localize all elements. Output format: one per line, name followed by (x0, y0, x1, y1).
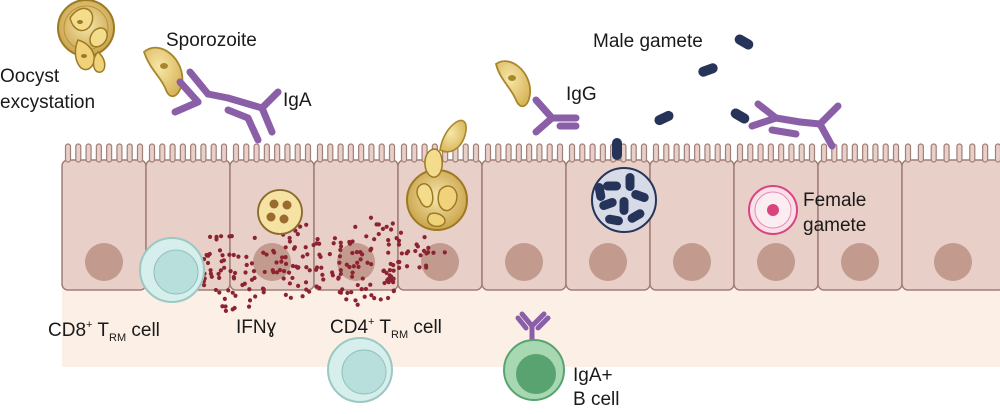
cd4-trm-cell-icon (328, 338, 392, 402)
cell-nucleus (589, 243, 627, 281)
oocyst-excystation-icon (58, 0, 114, 72)
igg-sporozoite-icon (496, 61, 530, 106)
cell-nucleus (505, 243, 543, 281)
excystation-label: excystation (0, 92, 95, 113)
female-gamete-icon (749, 186, 797, 234)
iga-antibody-icon (175, 72, 278, 140)
igg-antibody-right-icon (752, 104, 838, 146)
cd4-label: CD4+ TRM cell (330, 316, 442, 341)
b-cell-label: B cell (573, 389, 619, 409)
ifn-gamma-label: IFNɣ (236, 317, 277, 338)
female-label: Female (803, 190, 866, 211)
oocyst-label: Oocyst (0, 66, 60, 87)
b-cell-iga-label: IgA+ (573, 365, 613, 386)
cell-nucleus (673, 243, 711, 281)
sporozoite-icon (144, 48, 182, 97)
cd8-trm-cell-icon (140, 238, 204, 302)
cell-nucleus (85, 243, 123, 281)
male-gamete-label: Male gamete (593, 31, 703, 52)
iga-label: IgA (283, 90, 312, 111)
igg-label: IgG (566, 84, 597, 105)
sporozoite-label: Sporozoite (166, 30, 257, 51)
cd8-label: CD8+ TRM cell (48, 319, 160, 344)
cell-nucleus (934, 243, 972, 281)
meront-icon (258, 190, 302, 234)
gamete-label: gamete (803, 215, 866, 236)
cell-nucleus (757, 243, 795, 281)
cell-nucleus (841, 243, 879, 281)
